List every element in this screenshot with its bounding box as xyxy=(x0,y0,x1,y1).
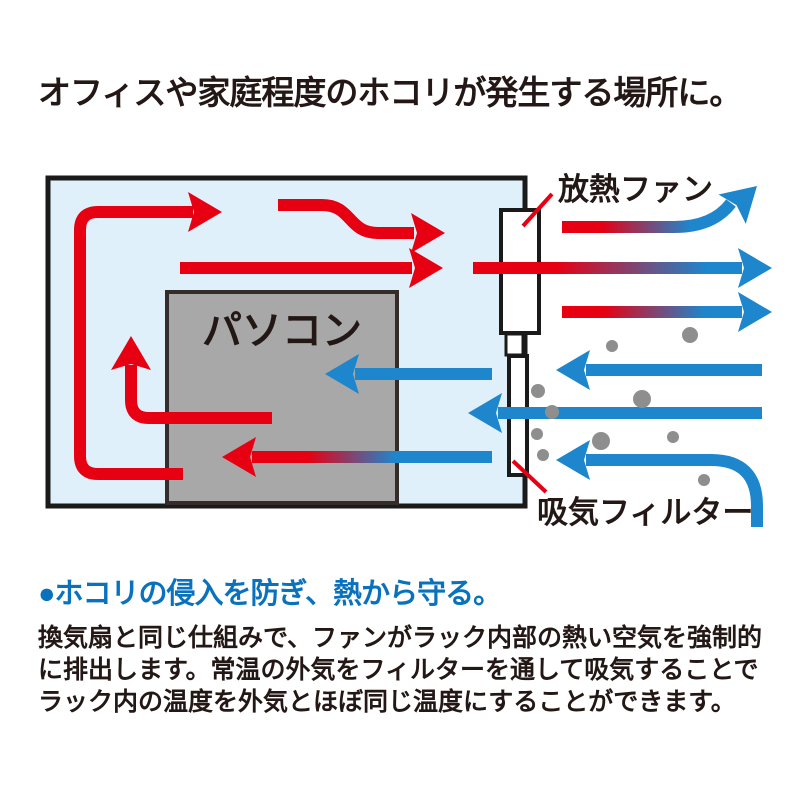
dust-particle xyxy=(545,405,559,419)
dust-particle xyxy=(698,474,710,486)
exhaust-arrow-top-curved xyxy=(562,186,757,233)
body-line: 換気扇と同じ仕組みで、ファンがラック内部の熱い空気を強制的 xyxy=(38,624,763,652)
fan-pointer-line xyxy=(521,192,554,228)
body-line: ラック内の温度を外気とほぼ同じ温度にすることができます。 xyxy=(38,688,736,716)
dust-particle xyxy=(667,431,679,443)
dust-particles xyxy=(531,327,710,486)
pc-box xyxy=(165,290,399,505)
filter-label: 吸気フィルター xyxy=(537,495,753,530)
intake-arrow-outside-curved xyxy=(556,440,763,527)
hot-air-rise-arrow xyxy=(111,336,272,424)
dust-particle xyxy=(606,340,618,352)
fan-label: 放熱ファン xyxy=(557,172,713,207)
dust-particle xyxy=(531,384,545,398)
intake-warming-arrow xyxy=(222,437,492,477)
pc-label: パソコン xyxy=(202,309,362,353)
intake-arrow-outside-top xyxy=(556,350,762,390)
dust-particle xyxy=(682,327,698,343)
exhaust-arrow-bottom xyxy=(562,292,772,332)
section-heading: ●ホコリの侵入を防ぎ、熱から守る。 xyxy=(38,578,502,610)
filter-pointer-line xyxy=(511,459,548,494)
hot-air-loop-arrow xyxy=(74,192,222,480)
hot-air-wave-arrow xyxy=(278,199,445,253)
body-line: に排出します。常温の外気をフィルターを通して吸気することで xyxy=(38,656,759,684)
dust-particle xyxy=(537,449,549,461)
fan-filter-duct xyxy=(504,332,525,357)
section-body: 換気扇と同じ仕組みで、ファンがラック内部の熱い空気を強制的 に排出します。常温の… xyxy=(38,622,786,718)
dust-particle xyxy=(592,432,610,450)
intake-arrow-through-filter xyxy=(468,393,762,433)
dust-particle xyxy=(531,428,543,440)
page-title: オフィスや家庭程度のホコリが発生する場所に。 xyxy=(38,74,742,111)
dust-particle xyxy=(633,390,651,408)
intake-arrow-inside xyxy=(325,354,492,394)
exhaust-arrow-middle xyxy=(473,248,772,288)
rack-airflow-diagram: パソコン 放熱ファン 吸気フィルター xyxy=(45,172,772,530)
hot-air-straight-arrow xyxy=(180,248,443,288)
